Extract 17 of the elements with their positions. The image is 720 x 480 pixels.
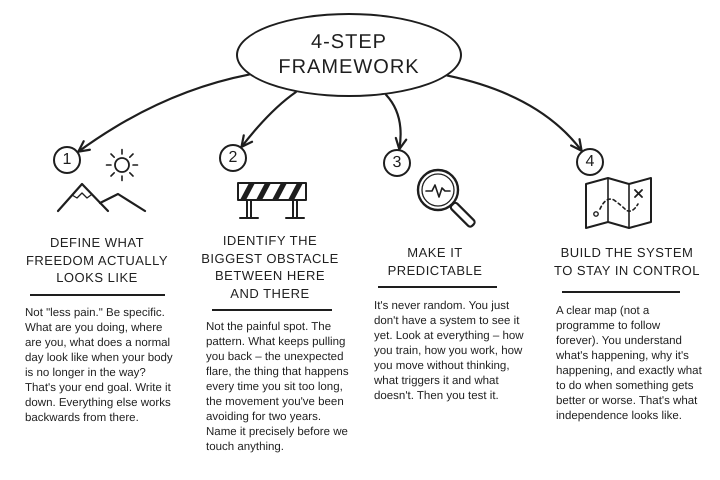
step-description: Not "less pain." Be specific. What are you doing, where are you, what does a normal day look like when your body is no longer in the way? That's your end goal. Write it down. Everything else works backwards from there. xyxy=(25,306,174,426)
step-heading: BUILD THE SYSTEM TO STAY IN CONTROL xyxy=(552,244,701,279)
step-number-circle: 3 xyxy=(383,149,411,177)
step-number-circle: 4 xyxy=(576,148,604,176)
arrow xyxy=(77,74,250,153)
step-number-circle: 1 xyxy=(53,146,81,174)
step-description: A clear map (not a programme to follow forever). You understand what's happening, why it's happening, and exactly what to do when something gets better or worse. That's what independence looks like. xyxy=(556,304,703,424)
topic-ellipse: 4-STEP FRAMEWORK xyxy=(236,13,462,97)
step-heading: MAKE IT PREDICTABLE xyxy=(386,244,484,279)
step-heading: IDENTIFY THE BIGGEST OBSTACLE BETWEEN HERE AND THERE xyxy=(200,232,340,302)
step-description: Not the painful spot. The pattern. What keeps pulling you back – the unexpected flare, the thing that happens every time you sit too long, the movement you've been avoiding for two years. Name it precisely before we touch anything. xyxy=(206,320,350,455)
step-description: It's never random. You just don't have a system to see it yet. Look at everything – how you train, how you work, how you move without thinking, what triggers it and what doesn't. Then you test it. xyxy=(374,299,524,404)
arrow xyxy=(240,91,297,148)
arrow xyxy=(446,74,583,152)
arrow xyxy=(384,94,408,150)
step-heading: DEFINE WHAT FREEDOM ACTUALLY LOOKS LIKE xyxy=(24,234,170,286)
step-number-circle: 2 xyxy=(219,144,247,172)
